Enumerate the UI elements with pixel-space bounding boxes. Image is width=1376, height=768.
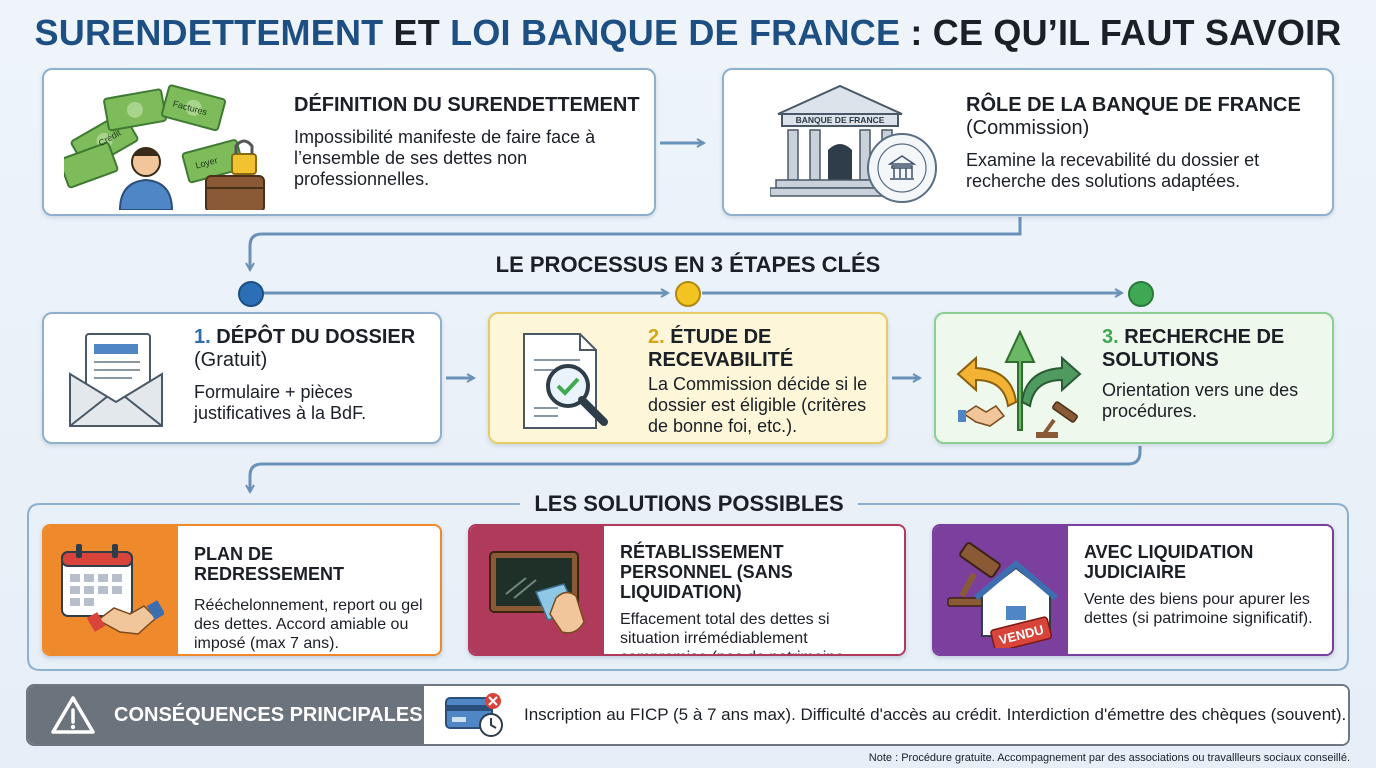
solution-retablissement-personnel: RÉTABLISSEMENT PERSONNEL (SANS LIQUIDATI… bbox=[468, 524, 906, 656]
solutions-frame bbox=[27, 503, 1349, 671]
step-2-text-block: 2. ÉTUDE DE RECEVABILITÉ La Commission d… bbox=[648, 326, 880, 437]
step-2-card: 2. ÉTUDE DE RECEVABILITÉ La Commission d… bbox=[488, 312, 888, 444]
solution-plan-redressement: PLAN DE REDRESSEMENT Rééchelonnement, re… bbox=[42, 524, 442, 656]
arrow-to-process bbox=[250, 217, 1022, 270]
bank-building-icon: BANQUE DE FRANCE bbox=[770, 84, 937, 203]
footer-note: Note : Procédure gratuite. Accompagnemen… bbox=[868, 752, 1350, 764]
step-2-number: 2. bbox=[648, 326, 665, 348]
envelope-document-icon bbox=[69, 333, 163, 427]
role-subheading: (Commission) bbox=[966, 117, 1090, 139]
solution-2-icon-panel bbox=[470, 526, 604, 654]
step-1-number: 1. bbox=[194, 326, 211, 348]
process-title: LE PROCESSUS EN 3 ÉTAPES CLÉS bbox=[495, 252, 881, 277]
solution-2-text: Effacement total des dettes si situation… bbox=[620, 611, 844, 654]
role-text: Examine la recevabilité du dossier et re… bbox=[966, 150, 1260, 191]
solutions-title: LES SOLUTIONS POSSIBLES bbox=[534, 491, 844, 516]
definition-card: Crédit Factures Loyer DÉFINITION DU SURE… bbox=[42, 68, 656, 216]
consequences-text-panel: Inscription au FICP (5 à 7 ans max). Dif… bbox=[424, 686, 1348, 744]
step-3-dot bbox=[1128, 281, 1154, 307]
board-wipe-icon bbox=[489, 551, 585, 634]
step-3-heading: RECHERCHE DE SOLUTIONS bbox=[1102, 326, 1285, 371]
step-1-subheading: (Gratuit) bbox=[194, 349, 268, 371]
calendar-handshake-icon bbox=[61, 544, 164, 635]
solution-2-heading: RÉTABLISSEMENT PERSONNEL (SANS LIQUIDATI… bbox=[620, 542, 793, 602]
step-3-card: 3. RECHERCHE DE SOLUTIONS Orientation ve… bbox=[934, 312, 1334, 444]
definition-heading: DÉFINITION DU SURENDETTEMENT bbox=[294, 94, 640, 116]
consequences-label-panel: CONSÉQUENCES PRINCIPALES bbox=[28, 686, 424, 744]
definition-text-block: DÉFINITION DU SURENDETTEMENT Impossibili… bbox=[294, 94, 644, 190]
role-text-block: RÔLE DE LA BANQUE DE FRANCE (Commission)… bbox=[966, 94, 1318, 192]
bank-label: BANQUE DE FRANCE bbox=[796, 115, 885, 125]
solution-1-heading: PLAN DE REDRESSEMENT bbox=[194, 544, 345, 584]
step-1-heading: DÉPÔT DU DOSSIER bbox=[216, 326, 416, 348]
arrow-to-solutions bbox=[250, 446, 1142, 492]
consequences-text: Inscription au FICP (5 à 7 ans max). Dif… bbox=[524, 705, 1347, 724]
page-title: SURENDETTEMENT ET LOI BANQUE DE FRANCE :… bbox=[34, 12, 1342, 53]
money-debt-icon: Crédit Factures Loyer bbox=[64, 84, 265, 210]
blocked-card-clock-icon bbox=[445, 693, 503, 737]
solution-1-icon-panel bbox=[44, 526, 178, 654]
step-3-text-block: 3. RECHERCHE DE SOLUTIONS Orientation ve… bbox=[1102, 326, 1328, 422]
step-2-heading: ÉTUDE DE RECEVABILITÉ bbox=[648, 326, 794, 371]
solution-1-text-panel: PLAN DE REDRESSEMENT Rééchelonnement, re… bbox=[178, 526, 440, 654]
solution-3-text: Vente des biens pour apurer les dettes (… bbox=[1084, 591, 1313, 627]
step-1-text-block: 1. DÉPÔT DU DOSSIER (Gratuit) Formulaire… bbox=[194, 326, 434, 424]
crossroads-arrows-icon bbox=[956, 329, 1082, 438]
step-3-text: Orientation vers une des procédures. bbox=[1102, 380, 1299, 421]
step-1-text: Formulaire + pièces justificatives à la … bbox=[194, 382, 367, 423]
solution-2-text-panel: RÉTABLISSEMENT PERSONNEL (SANS LIQUIDATI… bbox=[604, 526, 904, 654]
solution-3-text-panel: AVEC LIQUIDATION JUDICIAIRE Vente des bi… bbox=[1068, 526, 1332, 654]
solution-liquidation-judiciaire: VENDU AVEC LIQUIDATION JUDICIAIRE Vente … bbox=[932, 524, 1334, 656]
magnifier-document-icon bbox=[523, 333, 608, 429]
warning-icon bbox=[51, 696, 95, 734]
step-2-dot bbox=[675, 281, 701, 307]
solution-3-icon-panel: VENDU bbox=[934, 526, 1068, 654]
gavel-house-sold-icon: VENDU bbox=[947, 542, 1058, 648]
consequences-label: CONSÉQUENCES PRINCIPALES bbox=[114, 703, 423, 726]
step-1-card: 1. DÉPÔT DU DOSSIER (Gratuit) Formulaire… bbox=[42, 312, 442, 444]
step-3-number: 3. bbox=[1102, 326, 1119, 348]
consequences-bar: CONSÉQUENCES PRINCIPALES Inscription au … bbox=[26, 684, 1350, 746]
role-heading: RÔLE DE LA BANQUE DE FRANCE bbox=[966, 94, 1301, 116]
definition-text: Impossibilité manifeste de faire face à … bbox=[294, 127, 596, 189]
solution-1-text: Rééchelonnement, report ou gel des dette… bbox=[194, 597, 423, 652]
step-2-text: La Commission décide si le dossier est é… bbox=[648, 374, 868, 436]
role-card: BANQUE DE FRANCE RÔLE DE LA BANQUE DE FR… bbox=[722, 68, 1334, 216]
solution-3-heading: AVEC LIQUIDATION JUDICIAIRE bbox=[1084, 542, 1254, 582]
step-1-dot bbox=[238, 281, 264, 307]
